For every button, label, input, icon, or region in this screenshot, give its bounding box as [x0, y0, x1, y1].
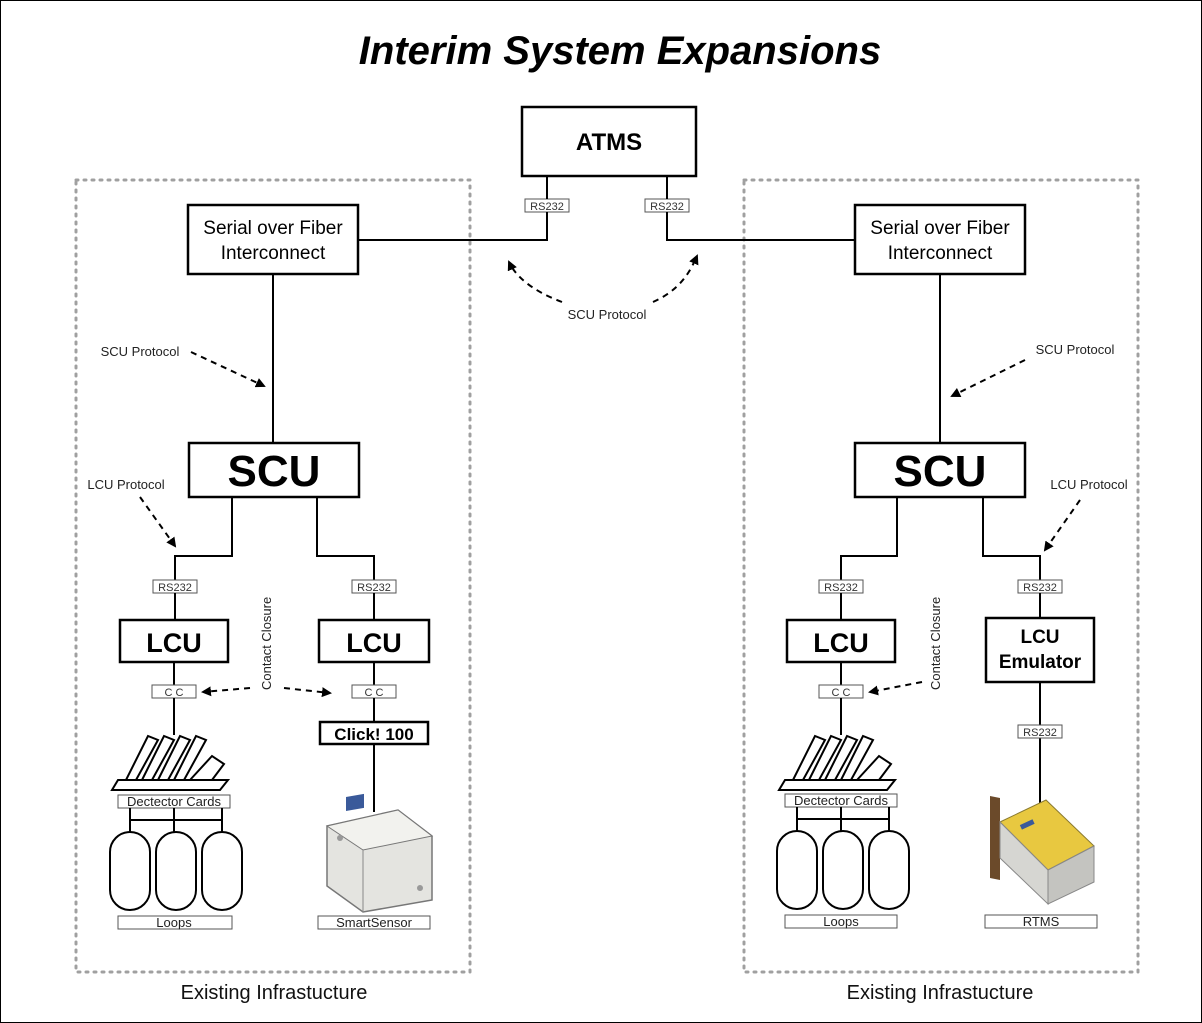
left-lcu-protocol-label: LCU Protocol	[87, 477, 164, 492]
left-scu-protocol-label: SCU Protocol	[101, 344, 180, 359]
left-interconnect-line1: Serial over Fiber	[203, 218, 343, 239]
right-detector-cards-label: Dectector Cards	[794, 793, 888, 808]
right-scu-box	[853, 441, 1027, 499]
right-infrastructure-label: Existing Infrastucture	[847, 982, 1034, 1004]
left-lcu-protocol-arrow	[139, 496, 177, 548]
right-loops-tag	[784, 914, 898, 929]
svg-text:RS232: RS232	[1023, 727, 1057, 739]
right-scu-emulator-link	[982, 497, 1041, 580]
left-scu-label: SCU	[228, 447, 321, 496]
smartsensor-icon	[325, 793, 434, 913]
right-scu-label: SCU	[894, 447, 987, 496]
left-scu-lcu2-link	[316, 497, 375, 580]
center-protocol-arrow-right	[652, 254, 699, 303]
right-scu-lcu-link	[840, 497, 898, 580]
atms-label: ATMS	[576, 129, 642, 156]
right-emulator-line2: Emulator	[999, 652, 1082, 673]
left-infrastructure-region	[74, 178, 472, 974]
left-contact-arrow-left	[201, 686, 251, 697]
left-interconnect-box	[186, 203, 360, 276]
right-scu-protocol-arrow	[950, 359, 1026, 397]
diagram-title: Interim System Expansions	[359, 29, 881, 73]
left-scu-protocol-arrow	[190, 351, 266, 388]
right-emulator-line1: LCU	[1020, 627, 1059, 648]
left-lcu2-port: RS232	[351, 579, 397, 594]
smartsensor-tag	[317, 915, 431, 930]
smartsensor-label: SmartSensor	[336, 915, 413, 930]
svg-text:RS232: RS232	[824, 582, 858, 594]
right-interconnect-box	[853, 203, 1027, 276]
left-lcu1-port: RS232	[152, 579, 198, 594]
left-loops-tag	[117, 915, 233, 930]
svg-text:C C: C C	[832, 687, 851, 699]
center-scu-protocol-label: SCU Protocol	[568, 307, 647, 322]
left-contact-arrow-right	[283, 687, 332, 698]
center-protocol-arrow-left	[507, 260, 563, 303]
right-scu-protocol-label: SCU Protocol	[1036, 342, 1115, 357]
right-interconnect-line2: Interconnect	[888, 243, 993, 264]
svg-text:C C: C C	[165, 687, 184, 699]
left-contact-closure-label: Contact Closure	[259, 597, 274, 690]
left-lcu1-label: LCU	[146, 628, 202, 658]
right-lcu-protocol-arrow	[1043, 499, 1081, 552]
svg-text:RS232: RS232	[650, 201, 684, 213]
left-lcu2-cc: C C	[351, 684, 397, 699]
rtms-tag	[984, 914, 1098, 929]
left-interconnect-line2: Interconnect	[221, 243, 326, 264]
right-emulator-port: RS232	[1017, 579, 1063, 594]
left-lcu1-cc: C C	[151, 684, 197, 699]
right-loops-icon	[776, 807, 910, 910]
rtms-label: RTMS	[1023, 914, 1060, 929]
left-scu-lcu1-link	[174, 497, 233, 580]
right-lcu-port: RS232	[818, 579, 864, 594]
left-lcu2-label: LCU	[346, 628, 402, 658]
left-click100-label: Click! 100	[334, 725, 413, 744]
right-loops-label: Loops	[823, 914, 859, 929]
left-loops-label: Loops	[156, 915, 192, 930]
right-lcu-box	[785, 618, 897, 664]
right-contact-closure-label: Contact Closure	[928, 597, 943, 690]
right-emulator-out-port: RS232	[1017, 724, 1063, 739]
svg-text:RS232: RS232	[1023, 582, 1057, 594]
right-contact-arrow	[868, 681, 923, 696]
right-lcu-label: LCU	[813, 628, 869, 658]
right-detector-cards-icon	[777, 734, 898, 791]
left-infrastructure-label: Existing Infrastucture	[181, 982, 368, 1004]
atms-port-right: RS232	[644, 198, 690, 213]
left-detector-cards-icon	[110, 734, 231, 791]
left-detector-cards-label: Dectector Cards	[127, 794, 221, 809]
right-interconnect-line1: Serial over Fiber	[870, 218, 1010, 239]
atms-port-left: RS232	[524, 198, 570, 213]
left-lcu2-box	[317, 618, 431, 664]
svg-text:RS232: RS232	[357, 582, 391, 594]
left-lcu1-box	[118, 618, 230, 664]
atms-left-link	[358, 176, 548, 241]
svg-text:RS232: RS232	[530, 201, 564, 213]
svg-text:C C: C C	[365, 687, 384, 699]
rtms-icon	[990, 796, 1095, 906]
right-infrastructure-region	[742, 178, 1140, 974]
atms-box	[520, 105, 698, 178]
left-loops-icon	[109, 808, 243, 911]
right-lcu-cc: C C	[818, 684, 864, 699]
atms-right-link	[666, 176, 855, 241]
right-lcu-protocol-label: LCU Protocol	[1050, 477, 1127, 492]
svg-text:RS232: RS232	[158, 582, 192, 594]
left-scu-box	[187, 441, 361, 499]
